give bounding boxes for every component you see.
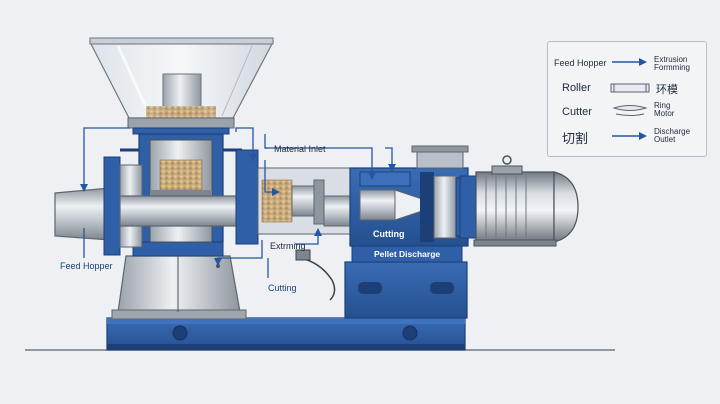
chamber-top-flange — [411, 145, 469, 169]
gearbox-housing — [111, 241, 247, 320]
label-cutting-panel: Cutting — [373, 229, 405, 239]
drive-motor — [459, 155, 579, 247]
sensor-cable — [299, 257, 336, 301]
label-cutting-bottom: Cutting — [268, 283, 297, 293]
arrow-right-icon — [612, 58, 647, 66]
legend-row-left: Feed Hopper — [554, 58, 607, 68]
base-frame — [106, 317, 466, 351]
legend-row-left: 切割 — [562, 132, 589, 147]
cutting-chamber — [349, 167, 471, 247]
legend-row-left: Cutter — [562, 106, 592, 118]
roller-bar-icon — [610, 83, 650, 93]
label-material-inlet: Material Inlet — [274, 144, 326, 154]
callout-lines — [80, 127, 396, 278]
label-extruming: Extrming — [270, 241, 306, 251]
legend-row-left: Roller — [562, 82, 591, 94]
cutter-blade-icon — [612, 105, 648, 116]
label-feed-hopper: Feed Hopper — [60, 261, 113, 271]
arrow-right-icon — [612, 132, 647, 140]
legend-row-right: 环模 — [656, 83, 678, 96]
feed-hopper — [89, 37, 274, 135]
discharge-cabinet — [344, 245, 468, 319]
label-pellet-discharge: Pellet Discharge — [374, 249, 440, 259]
sensor-box — [295, 249, 311, 261]
